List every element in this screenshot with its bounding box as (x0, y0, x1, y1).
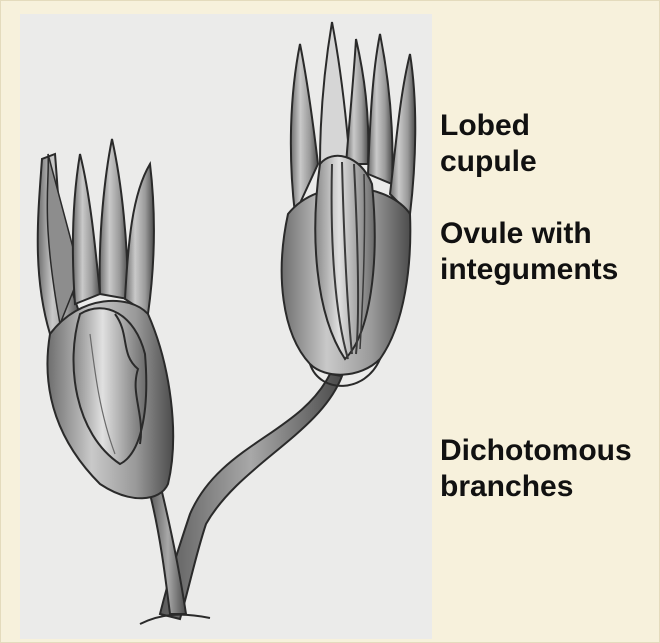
left-cupule (38, 139, 173, 498)
label-dichotomous-branches: Dichotomous branches (440, 433, 632, 505)
right-cupule (282, 22, 416, 386)
label-ovule-with-integuments: Ovule with integuments (440, 216, 618, 288)
botanical-illustration (20, 14, 432, 639)
label-lobed-cupule: Lobed cupule (440, 108, 537, 180)
cupule-drawing (20, 14, 432, 639)
